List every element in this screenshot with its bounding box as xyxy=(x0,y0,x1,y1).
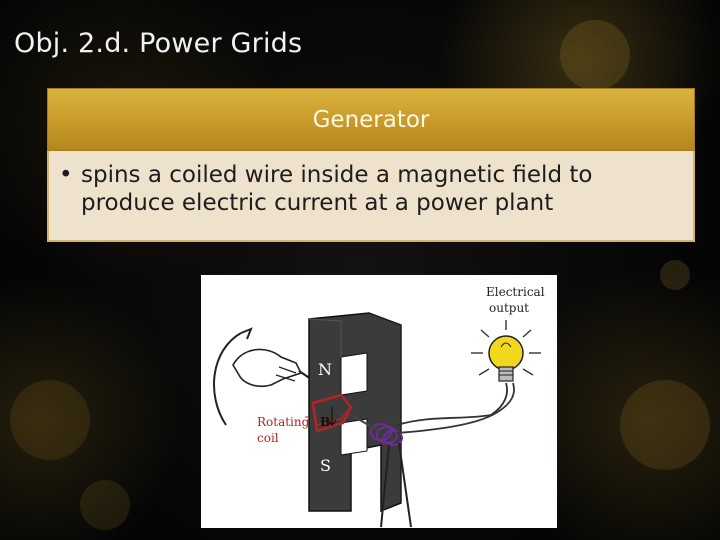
bokeh-light xyxy=(660,260,690,290)
output-label-line1: Electrical xyxy=(486,285,545,299)
bokeh-light xyxy=(620,380,710,470)
coil-label-line1: Rotating xyxy=(257,415,310,429)
content-card: Generator • spins a coiled wire inside a… xyxy=(47,88,695,242)
slip-rings xyxy=(370,423,403,446)
field-arrow-icon xyxy=(327,407,337,426)
coil-turn xyxy=(316,408,350,426)
bullet-icon: • xyxy=(59,162,73,188)
horseshoe-magnet xyxy=(308,312,402,513)
field-b-label: B xyxy=(320,415,330,429)
pole-north-label: N xyxy=(318,360,332,379)
card-header: Generator xyxy=(47,88,695,151)
card-header-text: Generator xyxy=(312,106,430,133)
output-wire xyxy=(396,382,515,434)
coil-label-line2: coil xyxy=(257,431,279,445)
generator-diagram-svg: N S B xyxy=(213,285,545,528)
generator-diagram: N S B xyxy=(201,275,557,528)
bokeh-light xyxy=(560,20,630,90)
light-bulb-icon xyxy=(488,335,524,382)
rotating-coil xyxy=(311,393,353,433)
pole-south-label: S xyxy=(320,456,331,475)
bokeh-light xyxy=(80,480,130,530)
output-wire xyxy=(396,382,508,426)
bokeh-light xyxy=(10,380,90,460)
output-label-line2: output xyxy=(489,301,529,315)
axle xyxy=(350,414,380,432)
hand-crank-illustration xyxy=(213,327,319,426)
card-body: • spins a coiled wire inside a magnetic … xyxy=(47,151,695,242)
brushes xyxy=(380,442,412,528)
light-rays xyxy=(471,320,541,376)
bullet-text: spins a coiled wire inside a magnetic fi… xyxy=(81,162,593,216)
slide-title: Obj. 2.d. Power Grids xyxy=(14,28,303,59)
